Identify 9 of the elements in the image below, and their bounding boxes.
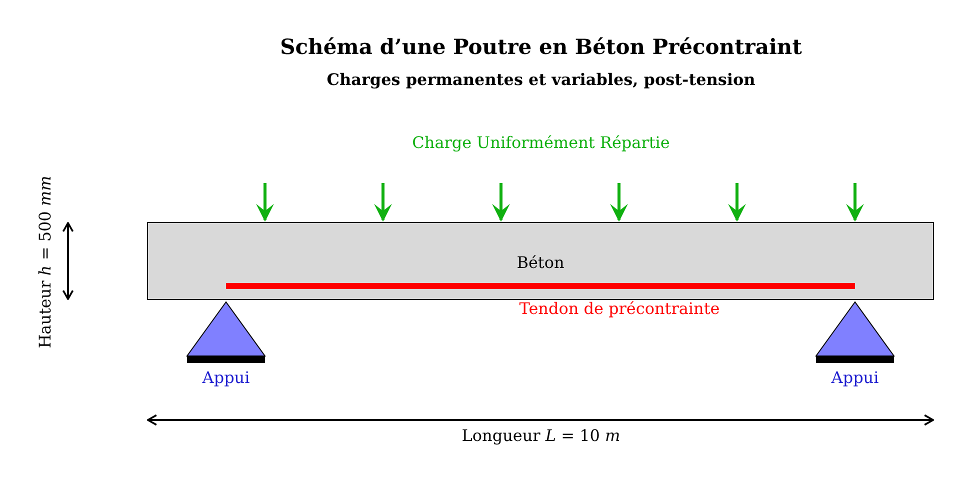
dimension-label: Longueur L = 10 m [462,426,620,445]
support-label: Appui [831,368,879,387]
dimension-label: Hauteur h = 500 mm [36,176,54,348]
diagram-title: Schéma d’une Poutre en Béton Précontraint [280,34,802,59]
tendon-label: Tendon de précontrainte [519,299,720,318]
load-label: Charge Uniformément Répartie [412,133,670,152]
beam-label: Béton [516,253,564,272]
diagram-subtitle: Charges permanentes et variables, post-tension [326,70,756,89]
support-label: Appui [202,368,250,387]
